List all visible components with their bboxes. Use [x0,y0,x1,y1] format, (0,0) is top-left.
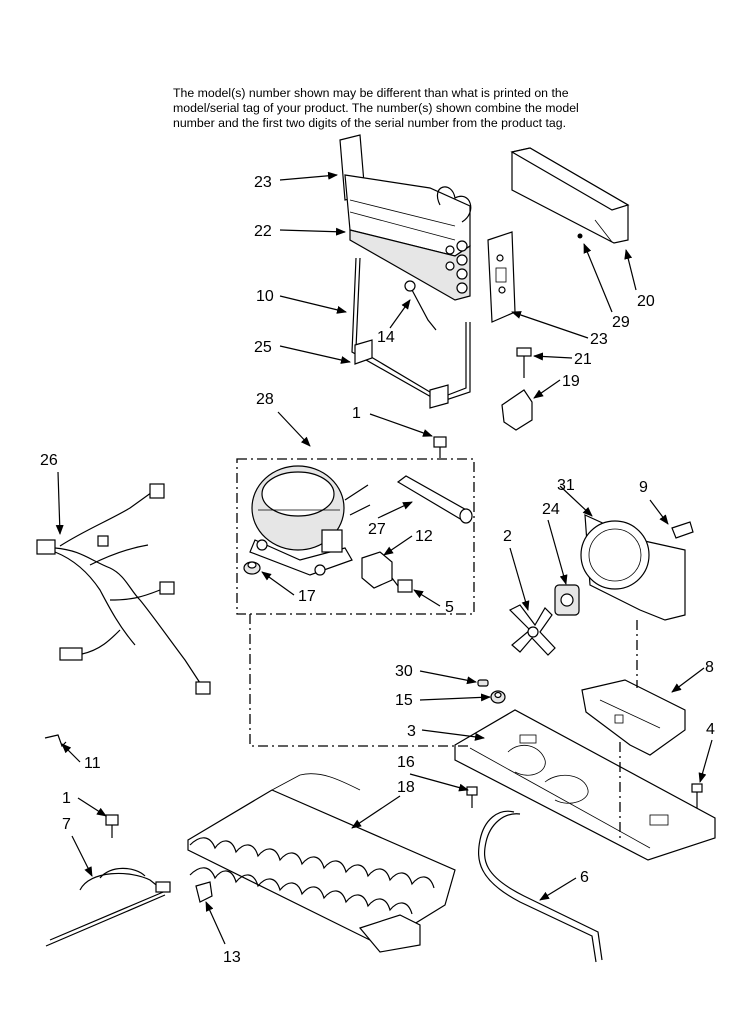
callout-12: 12 [415,528,433,545]
wire-harness-part [36,483,211,695]
screw-21-part [516,347,532,378]
callout-5: 5 [445,599,454,616]
callout-3: 3 [407,723,416,740]
drier-part [396,475,473,524]
callout-24: 24 [542,501,560,518]
callout-28: 28 [256,391,274,408]
screw-9-part [671,521,694,539]
callout-8: 8 [705,659,714,676]
callout-18: 18 [397,779,415,796]
callout-16: 16 [397,754,415,771]
callout-6: 6 [580,869,589,886]
screw-1-bottom-part [105,814,119,838]
evaporator-heater-part [351,257,471,409]
disclaimer-line-3: number and the first two digits of the s… [173,116,567,130]
callout-31: 31 [557,477,575,494]
screw-16-part [466,786,478,808]
screw-1-top-part [433,436,447,458]
leader-arrows [55,171,713,945]
clip-13-part [195,881,213,903]
callout-13: 13 [223,949,241,966]
disclaimer-line-1: The model(s) number shown may be differe… [173,86,569,100]
callout-labels: 23 22 10 14 25 20 29 23 21 19 28 1 26 27… [40,174,715,966]
callout-10: 10 [256,288,274,305]
evaporator-part [339,134,472,301]
callout-23-right: 23 [590,331,608,348]
compressor-group-box [236,458,475,615]
evaporator-bracket-right-part [487,231,516,323]
heater-harness-part [45,867,171,947]
callout-19: 19 [562,373,580,390]
compressor-part [249,465,371,576]
callout-4: 4 [706,721,715,738]
spacer-part [477,679,489,687]
grommet-15-part [490,690,506,704]
callout-21: 21 [574,351,592,368]
callout-1-top: 1 [352,405,361,422]
condenser-part [187,773,456,953]
relay-part [361,551,393,589]
callout-27: 27 [368,521,386,538]
grommet-part [243,561,261,575]
callout-22: 22 [254,223,272,240]
callout-29: 29 [612,314,630,331]
overload-part [391,577,413,593]
disclaimer-line-2: model/serial tag of your product. The nu… [173,101,579,115]
callout-14: 14 [377,329,395,346]
drain-tube-part [477,810,603,963]
screw-4-part [691,783,703,808]
callout-30: 30 [395,663,413,680]
defrost-thermostat-part [404,280,437,331]
fan-motor-part [554,584,580,616]
fan-shroud-part [580,514,686,621]
callout-26: 26 [40,452,58,469]
callout-15: 15 [395,692,413,709]
callout-25: 25 [254,339,272,356]
evaporator-cover-part [510,147,630,244]
callout-9: 9 [639,479,648,496]
callout-11: 11 [84,755,101,772]
callout-20: 20 [637,293,655,310]
callout-17: 17 [298,588,316,605]
alignment-lines [249,614,638,840]
disclaimer-text: The model(s) number shown may be differe… [173,86,643,131]
callout-7: 7 [62,816,71,833]
callout-2: 2 [503,528,512,545]
bracket-8-part [581,679,686,756]
callout-1-bottom: 1 [62,790,71,807]
callout-23-top: 23 [254,174,272,191]
fan-blade-part [508,604,556,656]
bracket-19-part [501,389,533,431]
